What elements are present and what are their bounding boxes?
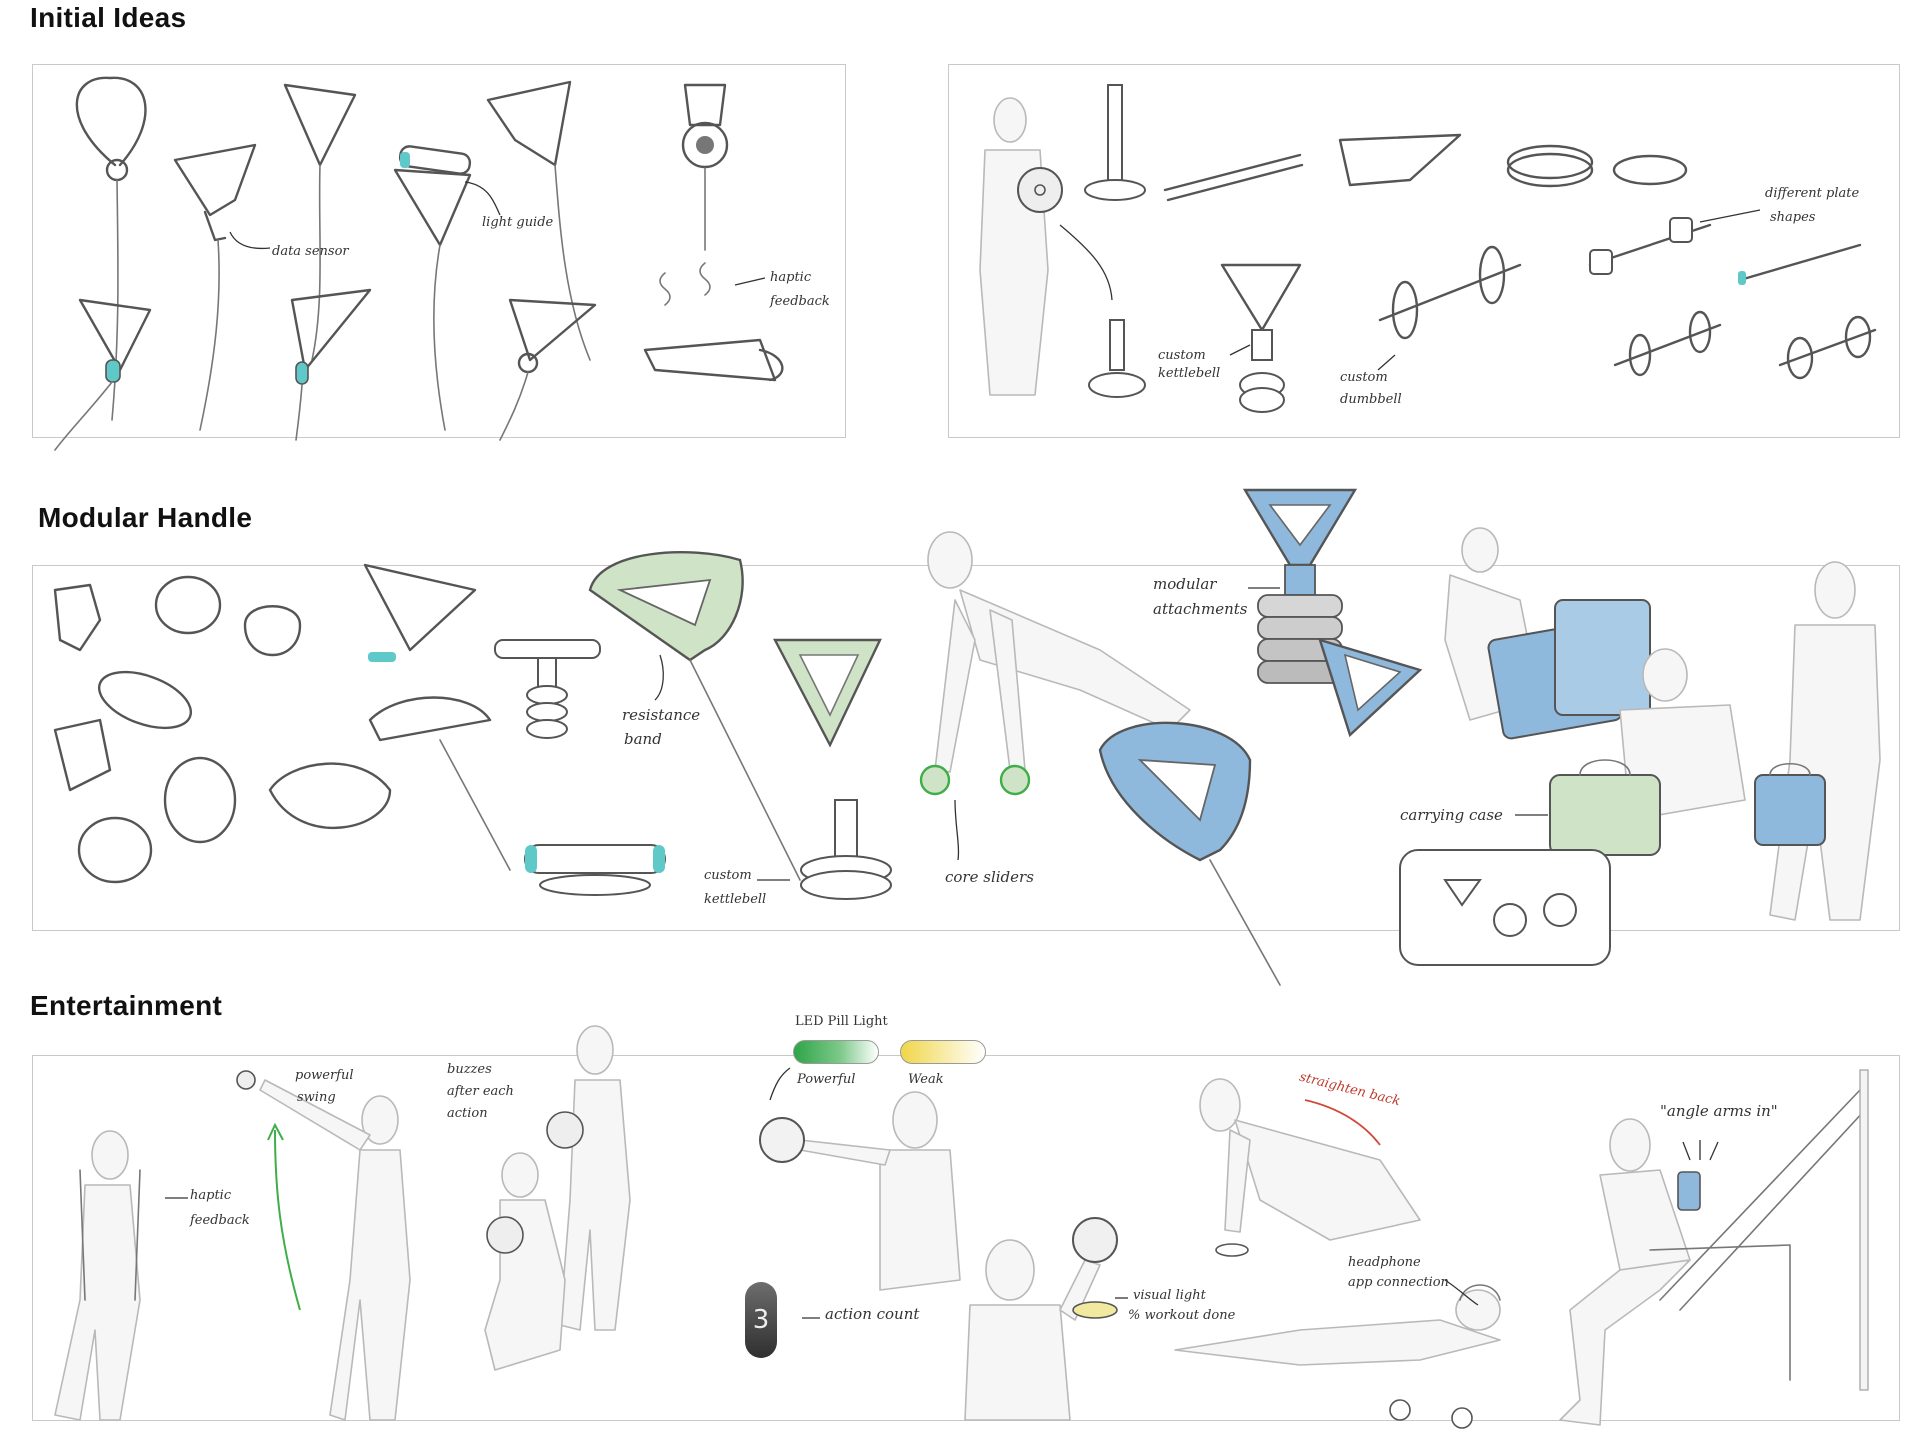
note-headphone-line1: headphone — [1348, 1255, 1421, 1270]
note-custom-kettlebell-line2: kettlebell — [1158, 366, 1221, 381]
note-custom-kettlebell-line1: custom — [1158, 348, 1206, 363]
note-modular-attachments-line2: attachments — [1153, 600, 1248, 618]
note-visual-light-line2: % workout done — [1128, 1308, 1236, 1323]
note-buzzes-line1: buzzes — [447, 1062, 492, 1077]
note-different-plate-line2: shapes — [1770, 210, 1816, 225]
initial-ideas-handles-panel — [32, 64, 846, 438]
note-buzzes-line3: action — [447, 1106, 488, 1121]
note-powerful-swing-line1: powerful — [295, 1068, 354, 1083]
note-powerful: Powerful — [797, 1072, 856, 1087]
note-buzzes-line2: after each — [447, 1084, 514, 1099]
note-different-plate-line1: different plate — [1765, 186, 1860, 201]
section-title-modular-handle: Modular Handle — [38, 502, 253, 533]
section-title-initial-ideas: Initial Ideas — [30, 2, 187, 33]
initial-ideas-weights-panel — [948, 64, 1900, 438]
note-headphone-line2: app connection — [1348, 1275, 1449, 1290]
note-angle-arms-in: "angle arms in" — [1660, 1102, 1778, 1120]
note-haptic-ent-line1: haptic — [190, 1188, 232, 1203]
led-pill-weak — [900, 1040, 986, 1064]
note-action-count: action count — [825, 1305, 920, 1323]
note-custom-kettlebell-modular-line2: kettlebell — [704, 892, 767, 907]
note-powerful-swing-line2: swing — [297, 1090, 336, 1105]
note-visual-light-line1: visual light — [1133, 1288, 1206, 1303]
note-custom-dumbbell-line1: custom — [1340, 370, 1388, 385]
note-custom-dumbbell-line2: dumbbell — [1340, 392, 1402, 407]
note-custom-kettlebell-modular-line1: custom — [704, 868, 752, 883]
note-led-pill-light: LED Pill Light — [795, 1014, 888, 1029]
note-weak: Weak — [908, 1072, 944, 1087]
note-haptic-ent-line2: feedback — [190, 1213, 250, 1228]
note-data-sensor: data sensor — [272, 244, 349, 259]
note-resistance-band-line1: resistance — [622, 706, 701, 724]
action-count-display: 3 — [745, 1282, 777, 1358]
entertainment-panel — [32, 1055, 1900, 1421]
note-haptic-line2: feedback — [770, 294, 830, 309]
note-carrying-case: carrying case — [1400, 806, 1503, 824]
note-light-guide: light guide — [482, 215, 554, 230]
note-haptic-line1: haptic — [770, 270, 812, 285]
note-modular-attachments-line1: modular — [1153, 575, 1217, 593]
note-core-sliders: core sliders — [945, 868, 1034, 886]
led-pill-powerful — [793, 1040, 879, 1064]
section-title-entertainment: Entertainment — [30, 990, 223, 1021]
note-resistance-band-line2: band — [624, 730, 662, 748]
